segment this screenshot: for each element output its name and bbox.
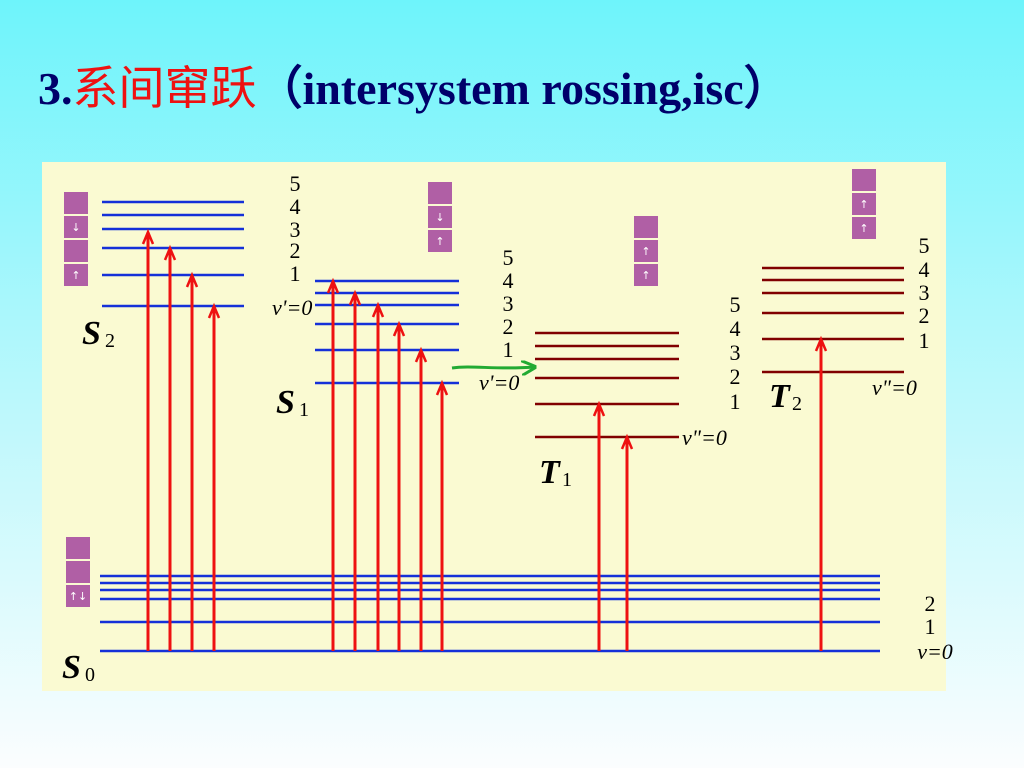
s2-orbital-spin: ↓	[71, 221, 80, 234]
t1-ground-label: v"=0	[682, 425, 727, 450]
t2-level-number: 2	[919, 303, 930, 328]
s0-state-label-subscript: 0	[85, 664, 95, 686]
title-english: （intersystem rossing,isc）	[256, 63, 790, 114]
t1-level-number: 3	[730, 340, 741, 365]
s2-orbital-box	[64, 240, 88, 262]
s1-level-number: 1	[503, 337, 514, 362]
t2-level-number: 1	[919, 328, 930, 353]
t2-state-label-subscript: 2	[792, 393, 802, 415]
s1-orbital-box	[428, 230, 452, 252]
s0-orbital-box	[66, 585, 90, 607]
s2-absorption-arrow-head	[163, 244, 177, 261]
s2-state-label-letter: S	[82, 315, 101, 352]
t1-absorption-arrow-head	[592, 400, 606, 417]
t2-orbital-box	[852, 169, 876, 191]
s1-orbital-spin: ↑	[435, 235, 444, 248]
s0-orbital-box	[66, 561, 90, 583]
t1-absorption-arrow-head	[620, 433, 634, 450]
s1-state-label-subscript: 1	[299, 399, 309, 421]
t2-level-number: 4	[919, 257, 930, 282]
t1-level-number: 1	[730, 389, 741, 414]
t1-level-number: 5	[730, 292, 741, 317]
t1-state-label-subscript: 1	[562, 469, 572, 491]
t1-orbital-box	[634, 240, 658, 262]
s2-ground-label: v'=0	[272, 295, 312, 320]
s2-level-number: 1	[290, 261, 301, 286]
s1-level-number: 5	[503, 245, 514, 270]
s1-orbital-spin: ↓	[435, 211, 444, 224]
s2-level-number: 5	[290, 171, 301, 196]
s1-level-number: 3	[503, 291, 514, 316]
s2-level-number: 4	[290, 194, 301, 219]
s0-orbital-spin: ↑↓	[69, 590, 87, 603]
t2-orbital-spin: ↑	[859, 222, 868, 235]
s2-orbital-box	[64, 192, 88, 214]
t1-orbital-box	[634, 264, 658, 286]
s1-absorption-arrow-head	[326, 277, 340, 294]
title-number: 3.	[38, 63, 73, 114]
s0-ground-label: v=0	[917, 639, 953, 664]
s0-orbital-box	[66, 537, 90, 559]
t2-absorption-arrow-head	[814, 335, 828, 352]
s2-orbital-box	[64, 216, 88, 238]
s1-orbital-box	[428, 182, 452, 204]
t1-orbital-spin: ↑	[641, 245, 650, 258]
s1-absorption-arrow-head	[414, 346, 428, 363]
s1-absorption-arrow-head	[435, 379, 449, 396]
t1-level-number: 4	[730, 316, 741, 341]
t2-level-number: 3	[919, 280, 930, 305]
s1-level-number: 4	[503, 268, 514, 293]
s1-orbital-box	[428, 206, 452, 228]
s2-level-number: 3	[290, 217, 301, 242]
s1-ground-label: v'=0	[479, 370, 519, 395]
t2-ground-label: v"=0	[872, 375, 917, 400]
s2-level-number: 2	[290, 238, 301, 263]
s0-level-number: 2	[925, 591, 936, 616]
isc-arrow	[451, 367, 535, 368]
s2-absorption-arrow-head	[207, 302, 221, 319]
s1-absorption-arrow-head	[348, 289, 362, 306]
t1-level-number: 2	[730, 364, 741, 389]
s1-level-number: 2	[503, 314, 514, 339]
s0-level-number: 1	[925, 614, 936, 639]
s2-state-label-subscript: 2	[105, 330, 115, 352]
s1-absorption-arrow-head	[371, 301, 385, 318]
t2-orbital-box	[852, 193, 876, 215]
t1-orbital-box	[634, 216, 658, 238]
s2-orbital-spin: ↑	[71, 269, 80, 282]
s1-state-label-letter: S	[276, 384, 295, 421]
s2-absorption-arrow-head	[185, 271, 199, 288]
s1-absorption-arrow-head	[392, 320, 406, 337]
t2-state-label-letter: T	[769, 378, 791, 415]
t1-orbital-spin: ↑	[641, 269, 650, 282]
t1-state-label-letter: T	[539, 454, 561, 491]
title-chinese: 系间窜跃	[72, 61, 257, 115]
s2-absorption-arrow-head	[141, 228, 155, 245]
s2-orbital-box	[64, 264, 88, 286]
t2-level-number: 5	[919, 233, 930, 258]
t2-orbital-spin: ↑	[859, 198, 868, 211]
t2-orbital-box	[852, 217, 876, 239]
s0-state-label-letter: S	[62, 649, 81, 686]
slide-title: 3.系间窜跃（intersystem rossing,isc）	[38, 52, 790, 118]
